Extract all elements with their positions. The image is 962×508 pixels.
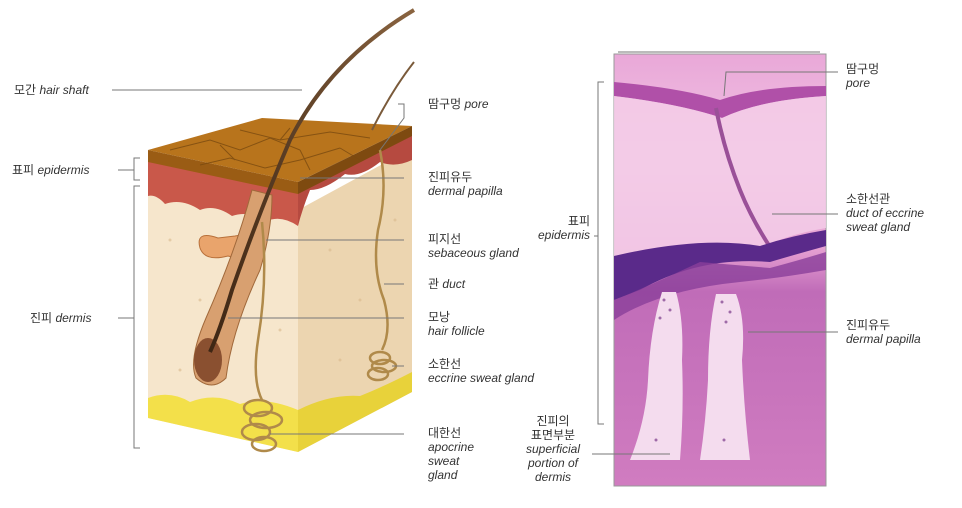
label-sebaceous-gland-en: sebaceous gland	[428, 246, 519, 260]
label-eccrine-ko: 소한선	[428, 357, 534, 371]
label-epidermis: 표피 epidermis	[12, 163, 89, 177]
label-dermal-papilla-right-en: dermal papilla	[846, 332, 921, 346]
label-sebaceous-gland-ko: 피지선	[428, 232, 519, 246]
label-hair-shaft-en: hair shaft	[39, 83, 88, 97]
label-superficial-en-2: portion of	[518, 456, 588, 470]
label-sebaceous-gland: 피지선 sebaceous gland	[428, 232, 519, 260]
label-pore-left-ko: 땀구멍	[428, 97, 461, 111]
label-eccrine-en: eccrine sweat gland	[428, 371, 534, 385]
label-duct-ko: 관	[428, 277, 439, 291]
label-apocrine-ko: 대한선	[428, 426, 474, 440]
label-pore-right-en: pore	[846, 76, 879, 90]
label-eccrine-duct-en-2: sweat gland	[846, 220, 924, 234]
label-pore-left-en: pore	[464, 97, 488, 111]
label-pore-right-ko: 땀구멍	[846, 62, 879, 76]
label-superficial-dermis: 진피의 표면부분 superficial portion of dermis	[518, 414, 588, 484]
histology-section	[614, 54, 826, 486]
label-pore-left: 땀구멍 pore	[428, 97, 489, 111]
skin-block-diagram	[148, 10, 414, 452]
label-dermis: 진피 dermis	[30, 311, 91, 325]
label-hair-shaft-ko: 모간	[14, 83, 36, 97]
label-dermal-papilla-left-en: dermal papilla	[428, 184, 503, 198]
hair-bulb	[194, 338, 222, 382]
label-hair-follicle-en: hair follicle	[428, 324, 485, 338]
label-eccrine-sweat-gland: 소한선 eccrine sweat gland	[428, 357, 534, 385]
label-dermal-papilla-left: 진피유두 dermal papilla	[428, 170, 503, 198]
label-dermal-papilla-right: 진피유두 dermal papilla	[846, 318, 921, 346]
label-pore-right: 땀구멍 pore	[846, 62, 879, 90]
label-dermis-en: dermis	[55, 311, 91, 325]
label-hair-follicle-ko: 모낭	[428, 310, 485, 324]
label-superficial-ko-1: 진피의	[518, 414, 588, 428]
label-eccrine-duct-en-1: duct of eccrine	[846, 206, 924, 220]
label-epidermis-right-en: epidermis	[520, 228, 590, 242]
label-epidermis-right: 표피 epidermis	[520, 214, 590, 242]
label-apocrine-en-1: apocrine	[428, 440, 474, 454]
label-dermal-papilla-right-ko: 진피유두	[846, 318, 921, 332]
label-dermis-ko: 진피	[30, 311, 52, 325]
label-epidermis-en: epidermis	[37, 163, 89, 177]
thin-hair	[372, 62, 414, 130]
label-duct-en: duct	[442, 277, 465, 291]
label-eccrine-duct: 소한선관 duct of eccrine sweat gland	[846, 192, 924, 234]
label-superficial-en-3: dermis	[518, 470, 588, 484]
label-apocrine-en-2: sweat	[428, 454, 474, 468]
label-duct: 관 duct	[428, 277, 465, 291]
label-hair-shaft: 모간 hair shaft	[14, 83, 89, 97]
label-epidermis-right-ko: 표피	[520, 214, 590, 228]
label-apocrine-en-3: gland	[428, 468, 474, 482]
label-apocrine-sweat-gland: 대한선 apocrine sweat gland	[428, 426, 474, 482]
label-epidermis-ko: 표피	[12, 163, 34, 177]
label-eccrine-duct-ko: 소한선관	[846, 192, 924, 206]
label-dermal-papilla-left-ko: 진피유두	[428, 170, 503, 184]
label-hair-follicle: 모낭 hair follicle	[428, 310, 485, 338]
label-superficial-ko-2: 표면부분	[518, 428, 588, 442]
label-superficial-en-1: superficial	[518, 442, 588, 456]
